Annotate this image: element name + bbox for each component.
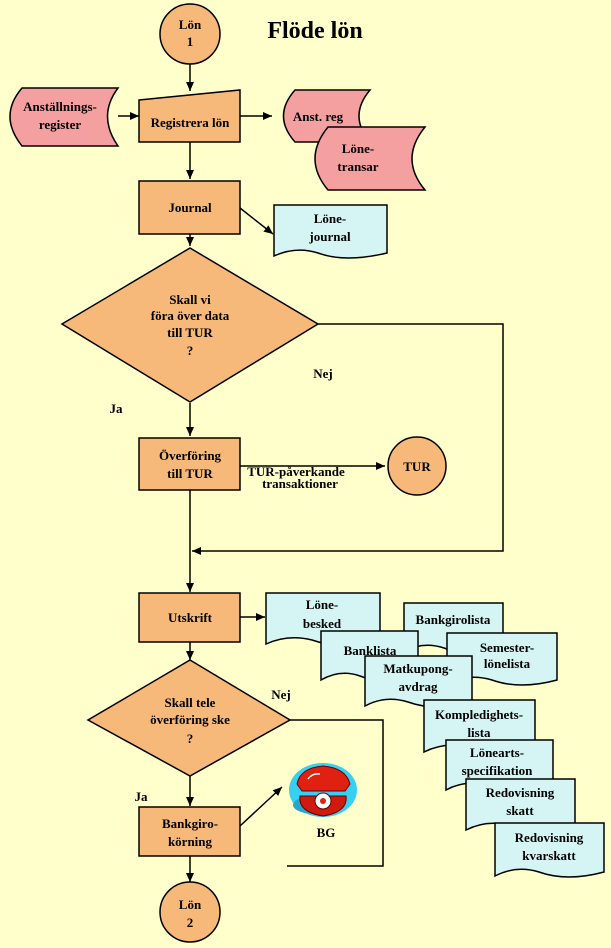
edge-label-tur-ja: Ja: [110, 401, 124, 416]
document-redovisning-kvarskatt: Redovisning kvarskatt: [494, 822, 605, 878]
process-registrera-lon: Registrera lön: [138, 89, 241, 143]
storage-anstallningsregister: Anställnings- register: [9, 87, 120, 147]
document-lonejournal: Löne- journal: [273, 204, 388, 259]
edges: [118, 62, 504, 882]
document-lonejournal-line-1: Löne-: [314, 211, 347, 226]
storage-anstallningsregister-line-1: Anställnings-: [23, 99, 97, 114]
decision-tur-line-3: till TUR: [167, 325, 213, 340]
process-utskrift-label: Utskrift: [168, 610, 213, 625]
process-journal: Journal: [138, 180, 241, 235]
decision-teleoverforing-line-3: ?: [187, 731, 194, 746]
tur-transactions-label-line-2: transaktioner: [262, 476, 338, 491]
document-redovisning-skatt: Redovisning skatt: [465, 778, 576, 832]
decision-teleoverforing-line-1: Skall tele: [165, 695, 216, 710]
tur-transactions-label-line-1: TUR-påverkande: [247, 464, 345, 479]
document-lonebesked-line-1: Löne-: [306, 597, 339, 612]
document-redovisning-kvarskatt-line-2: kvarskatt: [522, 848, 576, 863]
storage-lonetransar: Löne- transar: [314, 126, 427, 191]
storage-lonetransar-line-1: Löne-: [342, 141, 375, 156]
process-registrera-lon-label: Registrera lön: [151, 115, 231, 130]
decision-tur-line-2: föra över data: [151, 308, 230, 323]
document-kompledighetslista-line-2: lista: [467, 725, 491, 740]
connector-tur-label: TUR: [403, 459, 431, 474]
telephone-icon: [289, 763, 357, 817]
diagram-title: Flöde lön: [267, 18, 362, 44]
storage-anst-reg-label: Anst. reg: [293, 109, 344, 124]
start-line-1: Lön: [179, 17, 202, 32]
document-lonejournal-line-2: journal: [308, 229, 351, 244]
edge-label-tele-ja: Ja: [135, 789, 149, 804]
process-overforing-tur: Överföring till TUR: [138, 437, 241, 491]
document-kompledighetslista-line-1: Kompledighets-: [435, 707, 523, 722]
edge-label-tele-nej: Nej: [271, 687, 291, 702]
document-lonebesked-line-2: besked: [303, 616, 342, 631]
document-redovisning-skatt-line-2: skatt: [506, 803, 534, 818]
end-connector: Lön 2: [159, 881, 221, 943]
bg-label: BG: [317, 825, 336, 840]
process-overforing-tur-line-1: Överföring: [159, 448, 222, 463]
decision-teleoverforing: Skall tele överföring ske ?: [86, 659, 292, 777]
decision-tur-line-1: Skall vi: [169, 292, 211, 307]
document-loneartsspecifikation-line-1: Lönearts-: [470, 745, 524, 760]
document-semesterlonelista-line-1: Semester-: [480, 640, 534, 655]
process-bankgirokorning: Bankgiro- körning: [138, 806, 241, 857]
document-loneartsspecifikation-line-2: specifikation: [462, 763, 534, 778]
process-bankgirokorning-line-2: körning: [168, 834, 213, 849]
storage-anstallningsregister-line-2: register: [39, 117, 82, 132]
process-bankgirokorning-line-1: Bankgiro-: [162, 816, 218, 831]
document-bankgirolista-label: Bankgirolista: [416, 612, 491, 627]
start-connector: Lön 1: [159, 3, 221, 65]
document-redovisning-kvarskatt-line-1: Redovisning: [515, 830, 584, 845]
decision-tur-line-4: ?: [187, 343, 194, 358]
process-overforing-tur-line-2: till TUR: [167, 466, 213, 481]
end-line-1: Lön: [179, 897, 202, 912]
process-utskrift: Utskrift: [138, 592, 241, 643]
end-line-2: 2: [187, 915, 194, 930]
connector-tur: TUR: [387, 436, 447, 496]
process-journal-label: Journal: [168, 200, 212, 215]
start-line-2: 1: [187, 34, 194, 49]
document-semesterlonelista: Semester- lönelista: [446, 632, 558, 686]
document-matkupongavdrag-line-2: avdrag: [399, 679, 439, 694]
document-matkupongavdrag: Matkupong- avdrag: [364, 655, 473, 708]
storage-lonetransar-line-2: transar: [337, 159, 378, 174]
document-redovisning-skatt-line-1: Redovisning: [486, 785, 555, 800]
decision-tur: Skall vi föra över data till TUR ?: [60, 247, 320, 403]
edge-label-tur-nej: Nej: [313, 366, 333, 381]
document-matkupongavdrag-line-1: Matkupong-: [383, 661, 452, 676]
decision-teleoverforing-line-2: överföring ske: [150, 712, 230, 727]
document-semesterlonelista-line-2: lönelista: [484, 656, 531, 671]
document-banklista-label: Banklista: [344, 643, 397, 658]
document-loneartsspecifikation: Lönearts- specifikation: [445, 739, 554, 792]
